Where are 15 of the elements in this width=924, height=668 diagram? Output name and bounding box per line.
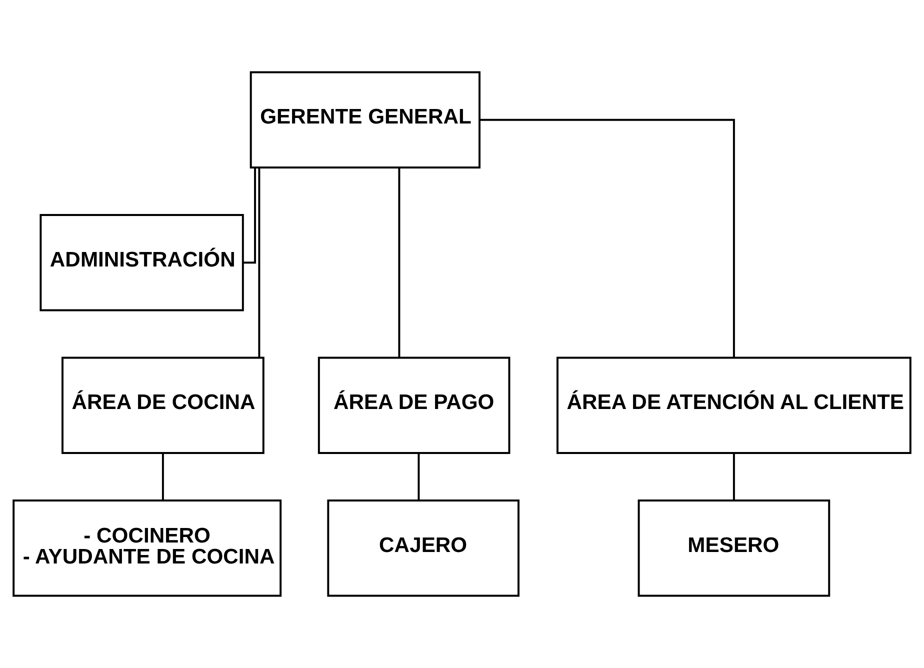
connector: [162, 453, 164, 500]
node-box: MESERO: [638, 500, 830, 597]
node-box: - COCINERO - AYUDANTE DE COCINA: [12, 500, 282, 597]
connector: [418, 453, 420, 500]
node-box: GERENTE GENERAL: [250, 71, 480, 168]
connector: [480, 118, 735, 358]
connector: [732, 453, 735, 500]
connector: [398, 168, 400, 358]
node-box: CAJERO: [327, 500, 520, 597]
node-box: ÁREA DE COCINA: [62, 356, 264, 454]
connector: [243, 168, 256, 264]
node-box: ÁREA DE ATENCIÓN AL CLIENTE: [556, 356, 912, 454]
connector: [258, 168, 260, 358]
node-box: ADMINISTRACIÓN: [40, 214, 244, 312]
node-box: ÁREA DE PAGO: [318, 356, 510, 454]
